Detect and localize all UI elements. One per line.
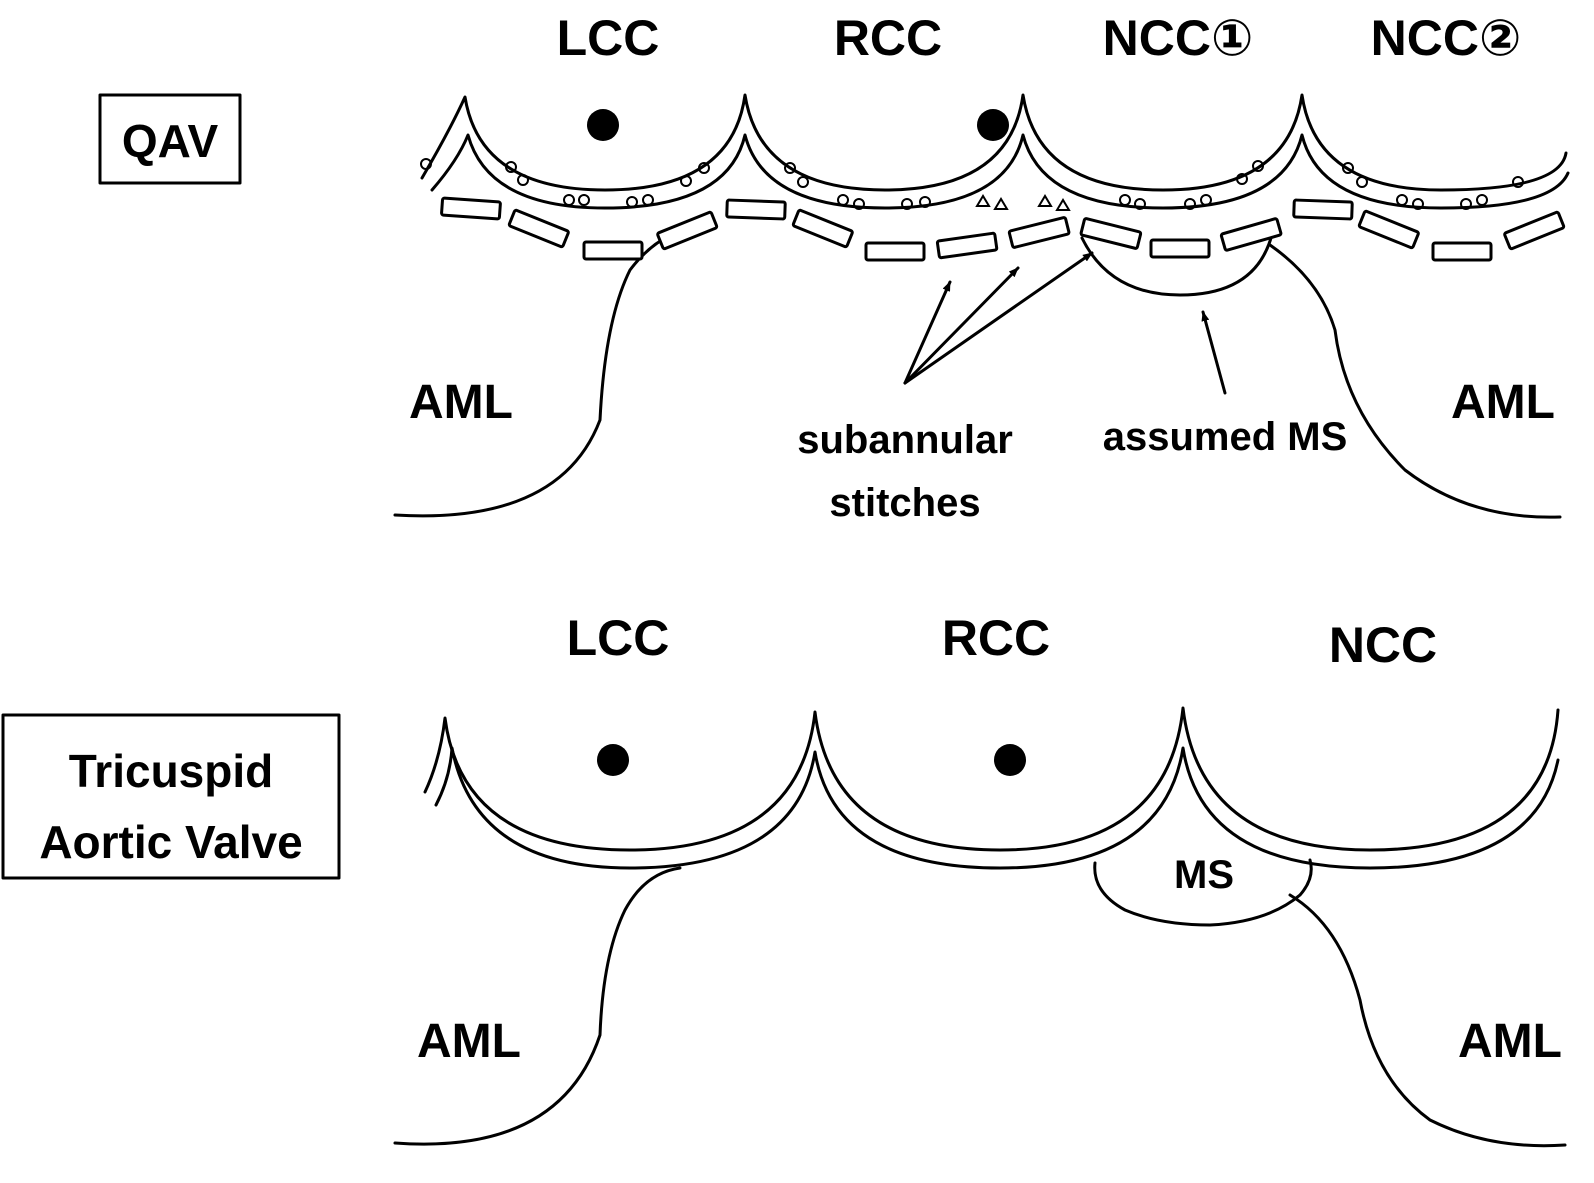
qav-assumed-ms-label: assumed MS	[1103, 415, 1348, 459]
qav-subannular-label-line2: stitches	[829, 481, 980, 525]
tav-aml-left-label: AML	[417, 1015, 521, 1068]
qav-pledgets	[440, 196, 1566, 262]
qav-triangle-marks	[975, 194, 1071, 211]
qav-leaflet-outer-line	[420, 93, 1568, 192]
qav-assumed-ms-arrow	[1201, 310, 1227, 395]
qav-aml-right-curve	[1268, 243, 1562, 519]
tav-panel: Tricuspid Aortic Valve LCC RCC NCC MS AM…	[1, 610, 1567, 1148]
tav-left-coronary-ostium	[597, 744, 629, 776]
tav-leaflet-outer-line	[423, 706, 1560, 852]
qav-subannular-label-line1: subannular	[797, 418, 1013, 462]
tav-ms-label: MS	[1174, 853, 1234, 897]
qav-cusp-label-ncc1: NCC①	[1103, 10, 1254, 66]
tav-aml-right-curve	[1288, 893, 1567, 1148]
qav-aml-left-curve	[393, 223, 707, 518]
tav-title-line1: Tricuspid	[69, 745, 273, 797]
tav-leaflet-inner-line	[434, 746, 1560, 870]
tav-right-coronary-ostium	[994, 744, 1026, 776]
qav-right-coronary-ostium	[977, 109, 1009, 141]
qav-cusp-label-rcc: RCC	[834, 10, 942, 66]
qav-aml-left-label: AML	[409, 376, 513, 429]
qav-leaflet-inner-line	[430, 133, 1570, 210]
qav-left-coronary-ostium	[587, 109, 619, 141]
qav-cusp-label-lcc: LCC	[557, 10, 660, 66]
tav-aml-right-label: AML	[1458, 1015, 1562, 1068]
qav-assumed-ms-shape	[1080, 223, 1276, 297]
tav-title-line2: Aortic Valve	[39, 816, 302, 868]
tav-aml-left-curve	[393, 866, 682, 1146]
qav-cusp-label-ncc2: NCC②	[1371, 10, 1522, 66]
tav-cusp-label-lcc: LCC	[567, 610, 670, 666]
qav-title-box	[98, 93, 242, 185]
qav-subannular-arrows	[903, 251, 1094, 385]
qav-aml-right-label: AML	[1451, 376, 1555, 429]
qav-panel: QAV LCC RCC NCC① NCC②	[98, 10, 1570, 525]
tav-cusp-label-ncc: NCC	[1329, 617, 1437, 673]
qav-small-circle-marks	[420, 158, 1524, 210]
tav-cusp-label-rcc: RCC	[942, 610, 1050, 666]
tav-title-box	[1, 713, 341, 880]
qav-title: QAV	[122, 115, 219, 167]
tav-ms-shape	[1093, 858, 1313, 927]
